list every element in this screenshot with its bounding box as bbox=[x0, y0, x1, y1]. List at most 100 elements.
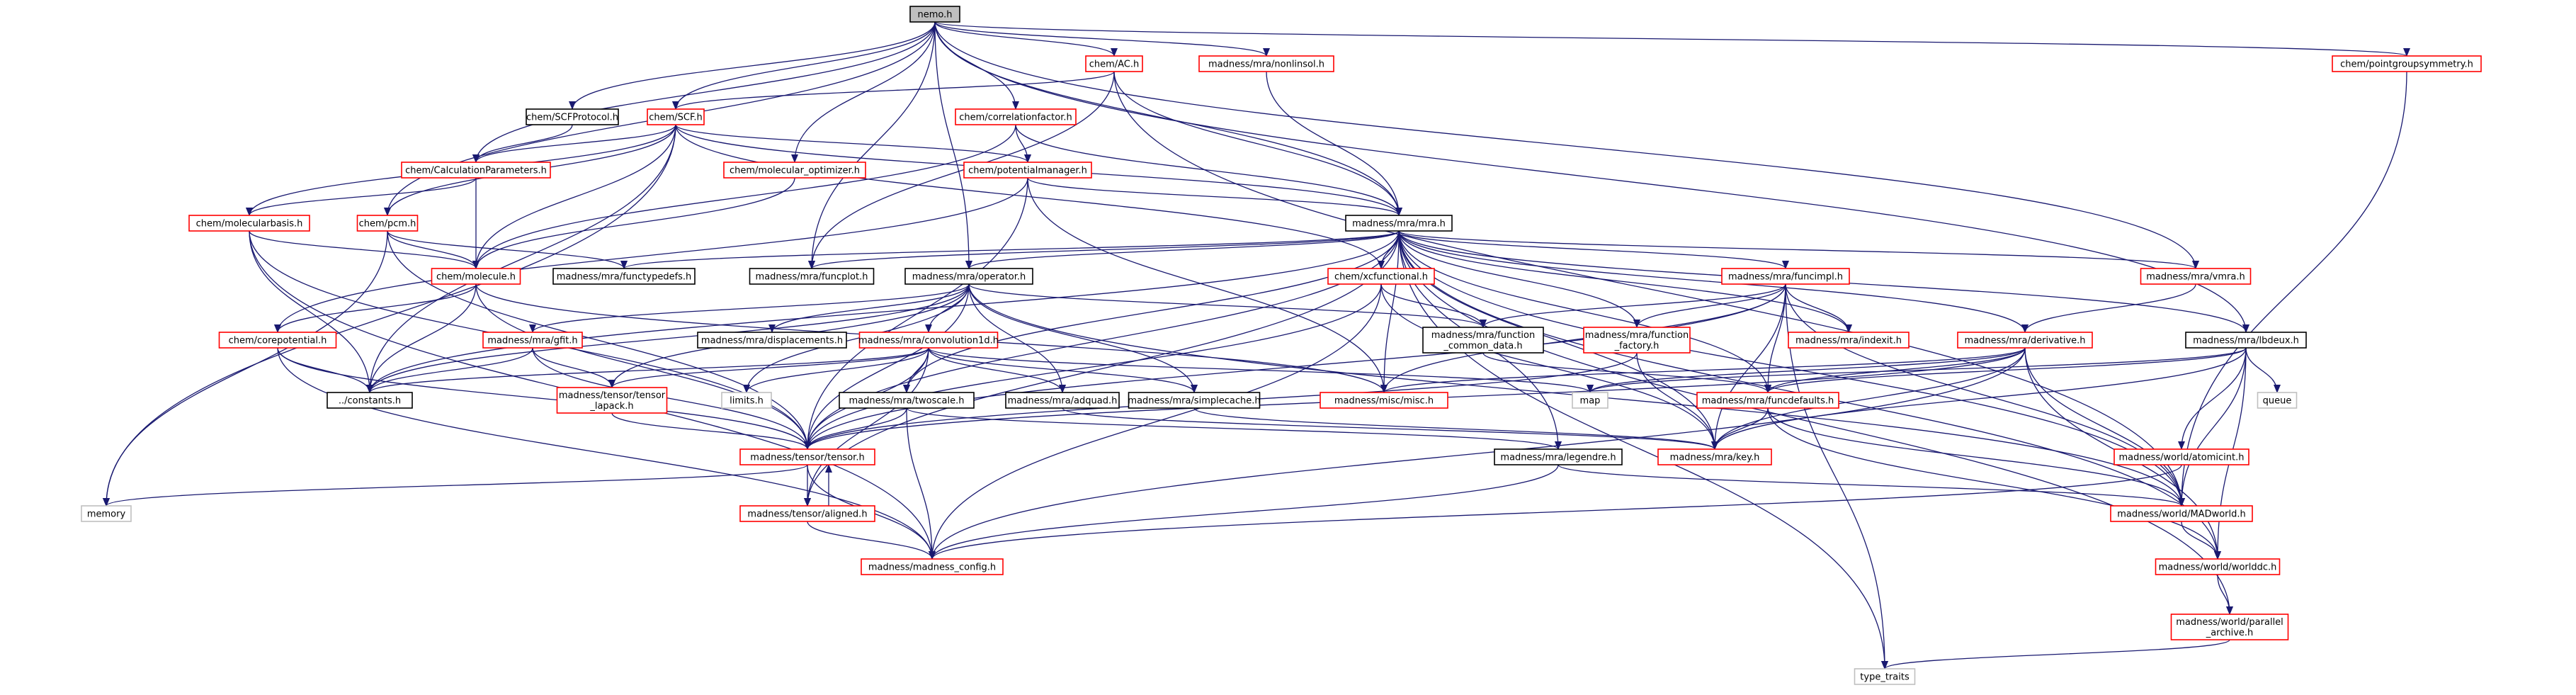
edge-pcm-to-memory bbox=[103, 230, 388, 507]
edge-lbdeux-to-atomicint bbox=[2178, 347, 2247, 450]
node-box bbox=[1128, 392, 1261, 409]
edge-gfit-to-constants bbox=[366, 347, 533, 393]
node-label: madness/tensor/tensor.h bbox=[750, 453, 864, 463]
node-convolution1d[interactable]: madness/mra/convolution1d.h bbox=[858, 332, 999, 349]
node-funcfactory[interactable]: madness/mra/function_factory.h bbox=[1583, 327, 1691, 354]
node-label: madness/world/MADworld.h bbox=[2117, 509, 2246, 520]
node-lbdeux[interactable]: madness/mra/lbdeux.h bbox=[2185, 332, 2307, 349]
node-legendre[interactable]: madness/mra/legendre.h bbox=[1494, 448, 1623, 465]
edge-funcimpl-to-madworld bbox=[1785, 283, 2185, 507]
node-box bbox=[739, 448, 875, 465]
edge-mra-to-twoscale bbox=[903, 230, 1400, 393]
node-xcfunc[interactable]: chem/xcfunctional.h bbox=[1327, 268, 1435, 285]
node-label: ../constants.h bbox=[339, 396, 401, 407]
node-operator[interactable]: madness/mra/operator.h bbox=[904, 268, 1033, 285]
node-simplecache[interactable]: madness/mra/simplecache.h bbox=[1128, 392, 1261, 409]
node-label: chem/SCF.h bbox=[649, 113, 703, 123]
node-box bbox=[697, 332, 847, 349]
edge-funcdefaults-to-madworld bbox=[1767, 407, 2185, 507]
edge-pcm-to-tensor bbox=[387, 230, 811, 450]
node-label: chem/correlationfactor.h bbox=[959, 113, 1072, 123]
node-pcm[interactable]: chem/pcm.h bbox=[356, 215, 419, 232]
node-tensor[interactable]: madness/tensor/tensor.h bbox=[739, 448, 875, 465]
node-mra[interactable]: madness/mra/mra.h bbox=[1345, 215, 1453, 232]
edge-parallel-to-typetraits bbox=[1881, 639, 2230, 669]
edge-funcimpl-to-indexit bbox=[1785, 283, 1852, 333]
edge-corrfac-to-potman bbox=[1015, 124, 1031, 163]
edge-convolution1d-to-limits bbox=[743, 347, 929, 393]
node-calcparam[interactable]: chem/CalculationParameters.h bbox=[401, 162, 551, 179]
node-funcplot[interactable]: madness/mra/funcplot.h bbox=[749, 268, 875, 285]
node-molopt[interactable]: chem/molecular_optimizer.h bbox=[723, 162, 866, 179]
edge-vmra-to-derivative bbox=[2021, 283, 2196, 333]
node-vmra[interactable]: madness/mra/vmra.h bbox=[2140, 268, 2252, 285]
node-worlddc[interactable]: madness/world/worlddc.h bbox=[2155, 558, 2281, 575]
node-box bbox=[482, 332, 583, 349]
edge-funcimpl-to-typetraits bbox=[1785, 283, 1888, 669]
edge-funcimpl-to-key bbox=[1711, 283, 1786, 450]
edge-xcfunc-to-funccommon bbox=[1380, 283, 1487, 328]
node-label: madness/mra/mra.h bbox=[1352, 219, 1446, 230]
node-adquad[interactable]: madness/mra/adquad.h bbox=[1005, 392, 1120, 409]
edge-corepot-to-madconfig bbox=[277, 347, 936, 560]
node-corrfac[interactable]: chem/correlationfactor.h bbox=[955, 108, 1077, 125]
node-corepot[interactable]: chem/corepotential.h bbox=[218, 332, 337, 349]
edge-operator-to-funccommon bbox=[968, 283, 1487, 328]
node-displacements[interactable]: madness/mra/displacements.h bbox=[697, 332, 847, 349]
edge-twoscale-to-madconfig bbox=[906, 407, 936, 560]
node-aligned[interactable]: madness/tensor/aligned.h bbox=[739, 505, 875, 522]
node-key[interactable]: madness/mra/key.h bbox=[1657, 448, 1772, 465]
node-parallel[interactable]: madness/world/parallel_archive.h bbox=[2170, 614, 2289, 640]
node-functypedefs[interactable]: madness/mra/functypedefs.h bbox=[552, 268, 696, 285]
edge-operator-to-adquad bbox=[968, 283, 1066, 393]
node-label: madness/mra/funcdefaults.h bbox=[1702, 396, 1834, 407]
node-nemo: nemo.h bbox=[909, 6, 960, 23]
node-label: chem/corepotential.h bbox=[229, 336, 327, 346]
node-twoscale[interactable]: madness/mra/twoscale.h bbox=[839, 392, 975, 409]
edge-scf-to-memory bbox=[103, 124, 676, 507]
node-derivative[interactable]: madness/mra/derivative.h bbox=[1957, 332, 2093, 349]
node-molecule[interactable]: chem/molecule.h bbox=[431, 268, 521, 285]
edge-simplecache-to-key bbox=[1193, 407, 1718, 450]
edge-calcparam-to-molbasis bbox=[246, 177, 477, 216]
node-atomicint[interactable]: madness/world/atomicint.h bbox=[2113, 448, 2249, 465]
edge-nemo-to-calcparam bbox=[472, 21, 936, 163]
node-scf[interactable]: chem/SCF.h bbox=[647, 108, 705, 125]
node-box bbox=[2257, 392, 2298, 409]
node-nonlinsol[interactable]: madness/mra/nonlinsol.h bbox=[1198, 55, 1334, 72]
edge-nemo-to-operator bbox=[934, 21, 972, 269]
node-miscmisc[interactable]: madness/misc/misc.h bbox=[1320, 392, 1448, 409]
edge-funcdefaults-to-key bbox=[1711, 407, 1769, 450]
node-madworld[interactable]: madness/world/MADworld.h bbox=[2110, 505, 2253, 522]
edge-mra-to-funcimpl bbox=[1398, 230, 1789, 269]
edge-lbdeux-to-funcdefaults bbox=[1764, 347, 2247, 393]
node-box bbox=[1345, 215, 1453, 232]
node-ptgroup[interactable]: chem/pointgroupsymmetry.h bbox=[2332, 55, 2482, 72]
node-gfit[interactable]: madness/mra/gfit.h bbox=[482, 332, 583, 349]
node-indexit[interactable]: madness/mra/indexit.h bbox=[1788, 332, 1910, 349]
node-label: chem/molecule.h bbox=[436, 272, 516, 283]
node-constants[interactable]: ../constants.h bbox=[327, 392, 413, 409]
edge-mra-to-constants bbox=[366, 230, 1400, 393]
node-funccommon[interactable]: madness/mra/function_common_data.h bbox=[1422, 327, 1544, 354]
node-tensorlapack[interactable]: madness/tensor/tensor_lapack.h bbox=[556, 387, 668, 414]
edge-derivative-to-madconfig bbox=[929, 347, 2026, 560]
node-label: _factory.h bbox=[1614, 341, 1659, 351]
node-potman[interactable]: chem/potentialmanager.h bbox=[963, 162, 1092, 179]
node-funcimpl[interactable]: madness/mra/funcimpl.h bbox=[1721, 268, 1850, 285]
node-label: madness/mra/key.h bbox=[1670, 453, 1760, 463]
edge-lbdeux-to-key bbox=[1711, 347, 2247, 450]
node-box bbox=[721, 392, 772, 409]
edge-potman-to-corepot bbox=[274, 177, 1028, 333]
node-label: chem/pcm.h bbox=[359, 219, 416, 230]
node-ac[interactable]: chem/AC.h bbox=[1085, 55, 1143, 72]
node-funcdefaults[interactable]: madness/mra/funcdefaults.h bbox=[1696, 392, 1839, 409]
node-scfproto[interactable]: chem/SCFProtocol.h bbox=[526, 108, 619, 125]
edge-tensorlapack-to-tensor bbox=[611, 412, 811, 450]
edge-operator-to-constants bbox=[366, 283, 970, 393]
node-box bbox=[1320, 392, 1448, 409]
edge-operator-to-tensor bbox=[804, 283, 970, 450]
node-madconfig[interactable]: madness/madness_config.h bbox=[861, 558, 1004, 575]
node-molbasis[interactable]: chem/molecularbasis.h bbox=[188, 215, 310, 232]
